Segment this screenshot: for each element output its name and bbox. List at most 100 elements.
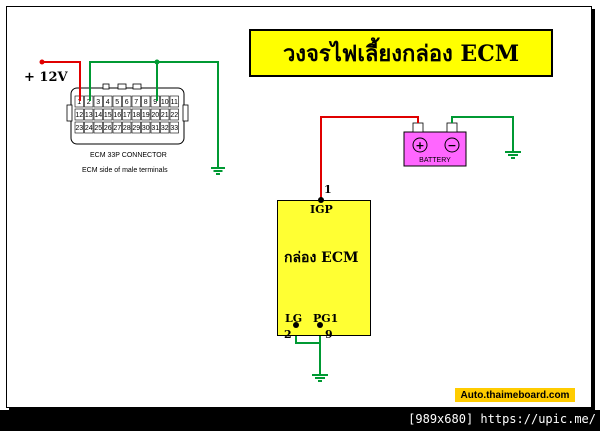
ground-wire-connector: [89, 61, 219, 168]
connector-pin-number: 12: [75, 112, 83, 119]
connector-pin-cell: [150, 95, 160, 108]
igp-pin-number: 1: [324, 183, 332, 196]
connector-pin-cell: [112, 108, 122, 121]
connector-pin-number: 33: [170, 125, 178, 132]
title-text: วงจรไฟเลี้ยงกล่อง ECM: [282, 40, 520, 67]
bottom-bar-link[interactable]: [989x680] https://upic.me/: [408, 412, 596, 426]
battery-plus-circle: [412, 137, 428, 153]
battery-terminal-negative: [446, 122, 458, 133]
lg-terminal-dot: [293, 322, 299, 328]
connector-pin-cell: [112, 95, 122, 108]
ground-symbol: [211, 167, 225, 175]
ecm-box: [277, 200, 371, 336]
connector-pin-number: 13: [85, 112, 93, 119]
connector-pin-cell: [122, 108, 132, 121]
connector-pin-cell: [84, 121, 94, 134]
connector-pin-number: 5: [115, 99, 119, 106]
connector-pin-number: 10: [161, 99, 169, 106]
connector-pin-number: 18: [132, 112, 140, 119]
connector-pin-cell: [84, 108, 94, 121]
connector-pin-number: 31: [151, 125, 159, 132]
connector-pin-cell: [169, 95, 179, 108]
connector-caption: ECM 33P CONNECTOR: [90, 152, 167, 159]
connector-pin-number: 8: [144, 99, 148, 106]
lg-terminal-label: LG: [285, 312, 303, 325]
pg1-pin-number: 9: [325, 328, 333, 341]
connector-pin-number: 4: [106, 99, 110, 106]
connector-pin-cell: [160, 108, 170, 121]
connector-pin-cell: [150, 108, 160, 121]
battery-terminal-positive: [412, 122, 424, 133]
connector-latch: [102, 83, 110, 90]
ground-symbol: [312, 374, 328, 382]
ground-wire-battery: [451, 116, 514, 152]
connector-pin-number: 21: [161, 112, 169, 119]
connector-pin-cell: [74, 108, 84, 121]
ground-symbol: [505, 151, 521, 159]
connector-pin-cell: [122, 121, 132, 134]
connector-pin-number: 19: [142, 112, 150, 119]
power-wire-terminal: [39, 59, 45, 65]
connector-pin-number: 27: [113, 125, 121, 132]
connector-pin-number: 14: [94, 112, 102, 119]
connector-pin-number: 20: [151, 112, 159, 119]
connector-pin-cell: [131, 108, 141, 121]
igp-terminal-dot: [318, 197, 324, 203]
watermark-badge: Auto.thaimeboard.com: [455, 388, 575, 402]
connector-side-key: [66, 104, 73, 122]
connector-pin-number: 6: [125, 99, 129, 106]
connector-pin-number: 3: [96, 99, 100, 106]
pg1-terminal-label: PG1: [313, 312, 339, 325]
connector-pin-number: 9: [153, 99, 157, 106]
connector-pin-cell: [150, 121, 160, 134]
battery-plus-sign: +: [415, 139, 424, 152]
connector-pin-number: 24: [85, 125, 93, 132]
connector-pin-cell: [131, 95, 141, 108]
connector-pin-cell: [131, 121, 141, 134]
connector-pin-number: 26: [104, 125, 112, 132]
connector-latch: [117, 83, 127, 90]
ecm-name: กล่อง ECM: [284, 250, 359, 266]
diagram-title: วงจรไฟเลี้ยงกล่อง ECM: [249, 29, 553, 77]
connector-pin-number: 7: [134, 99, 138, 106]
connector-pin-cell: [160, 121, 170, 134]
connector-pin-cell: [93, 121, 103, 134]
connector-pin-number: 16: [113, 112, 121, 119]
connector-pin-number: 30: [142, 125, 150, 132]
connector-pin-cell: [169, 108, 179, 121]
connector-pin-cell: [93, 95, 103, 108]
connector-pin-cell: [74, 121, 84, 134]
connector-pin-number: 22: [170, 112, 178, 119]
connector-subcaption: ECM side of male terminals: [82, 167, 168, 174]
igp-terminal-label: IGP: [310, 203, 333, 216]
connector-pin-cell: [169, 121, 179, 134]
connector-pin-cell: [103, 108, 113, 121]
connector-pin-cell: [103, 121, 113, 134]
connector-pin-number: 23: [75, 125, 83, 132]
connector-pin-cell: [103, 95, 113, 108]
connector-latch: [132, 83, 142, 90]
connector-pin-cell: [84, 95, 94, 108]
pg1-terminal-dot: [317, 322, 323, 328]
bottom-bar: [0, 410, 600, 431]
power-wire-igp: [320, 116, 419, 200]
connector-side-key: [182, 104, 189, 122]
connector-pin-cell: [112, 121, 122, 134]
connector-pin-number: 2: [87, 99, 91, 106]
connector-pin-number: 25: [94, 125, 102, 132]
connector-pin-number: 28: [123, 125, 131, 132]
connector-pin-number: 29: [132, 125, 140, 132]
battery-minus-sign: −: [447, 139, 456, 152]
connector-pin-cell: [141, 121, 151, 134]
battery: + − BATTERY: [403, 122, 467, 167]
connector-pin-cell: [122, 95, 132, 108]
battery-label: BATTERY: [419, 157, 451, 164]
connector-pin-number: 17: [123, 112, 131, 119]
connector-pin-cell: [141, 95, 151, 108]
connector-pin-cell: [160, 95, 170, 108]
battery-minus-circle: [444, 137, 460, 153]
lg-pin-number: 2: [284, 328, 292, 341]
